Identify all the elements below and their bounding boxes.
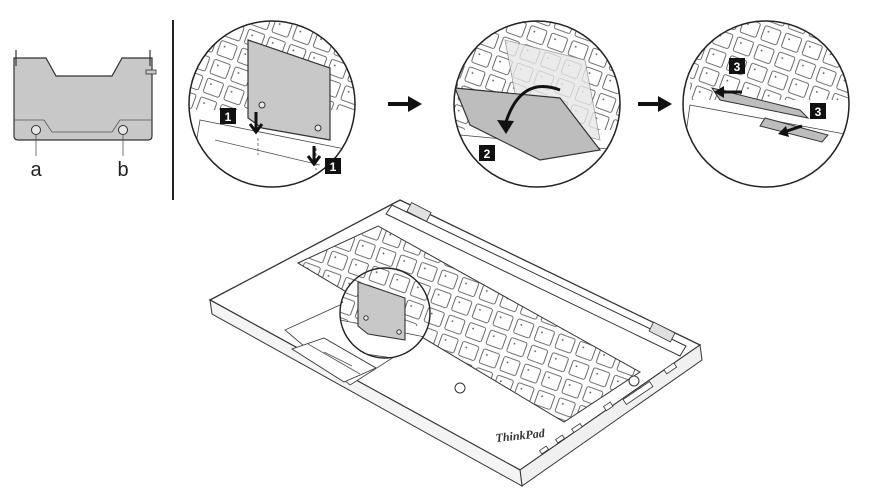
step-badge-3b: 3 [815,105,822,119]
thinkpad-logo-text: ThinkPad [495,426,547,445]
step-badge-1b: 1 [330,160,337,174]
down-arrow-icon [778,124,803,137]
left-arrow-icon [714,86,742,98]
hole-label-b: b [117,159,128,181]
installed-bracket-inset [339,267,431,359]
side-ports [539,362,678,455]
step-badge-2: 2 [484,147,491,161]
hole-label-a: a [30,159,42,181]
down-arrow-icon [306,146,322,167]
arrow-right-icon [638,96,672,112]
detail-view-step-2: 2 [453,20,621,188]
curved-arrow-icon [503,85,561,126]
laptop-base-illustration: ThinkPad [208,199,703,487]
detail-view-step-3: 3 3 [682,20,850,188]
down-arrow-icon [248,112,264,135]
step-badge-1a: 1 [225,110,232,124]
step-badge-3a: 3 [734,60,741,74]
arrow-right-icon [388,96,422,112]
bracket-part-drawing: a b [13,50,157,181]
detail-view-step-1: 1 1 [188,20,356,188]
